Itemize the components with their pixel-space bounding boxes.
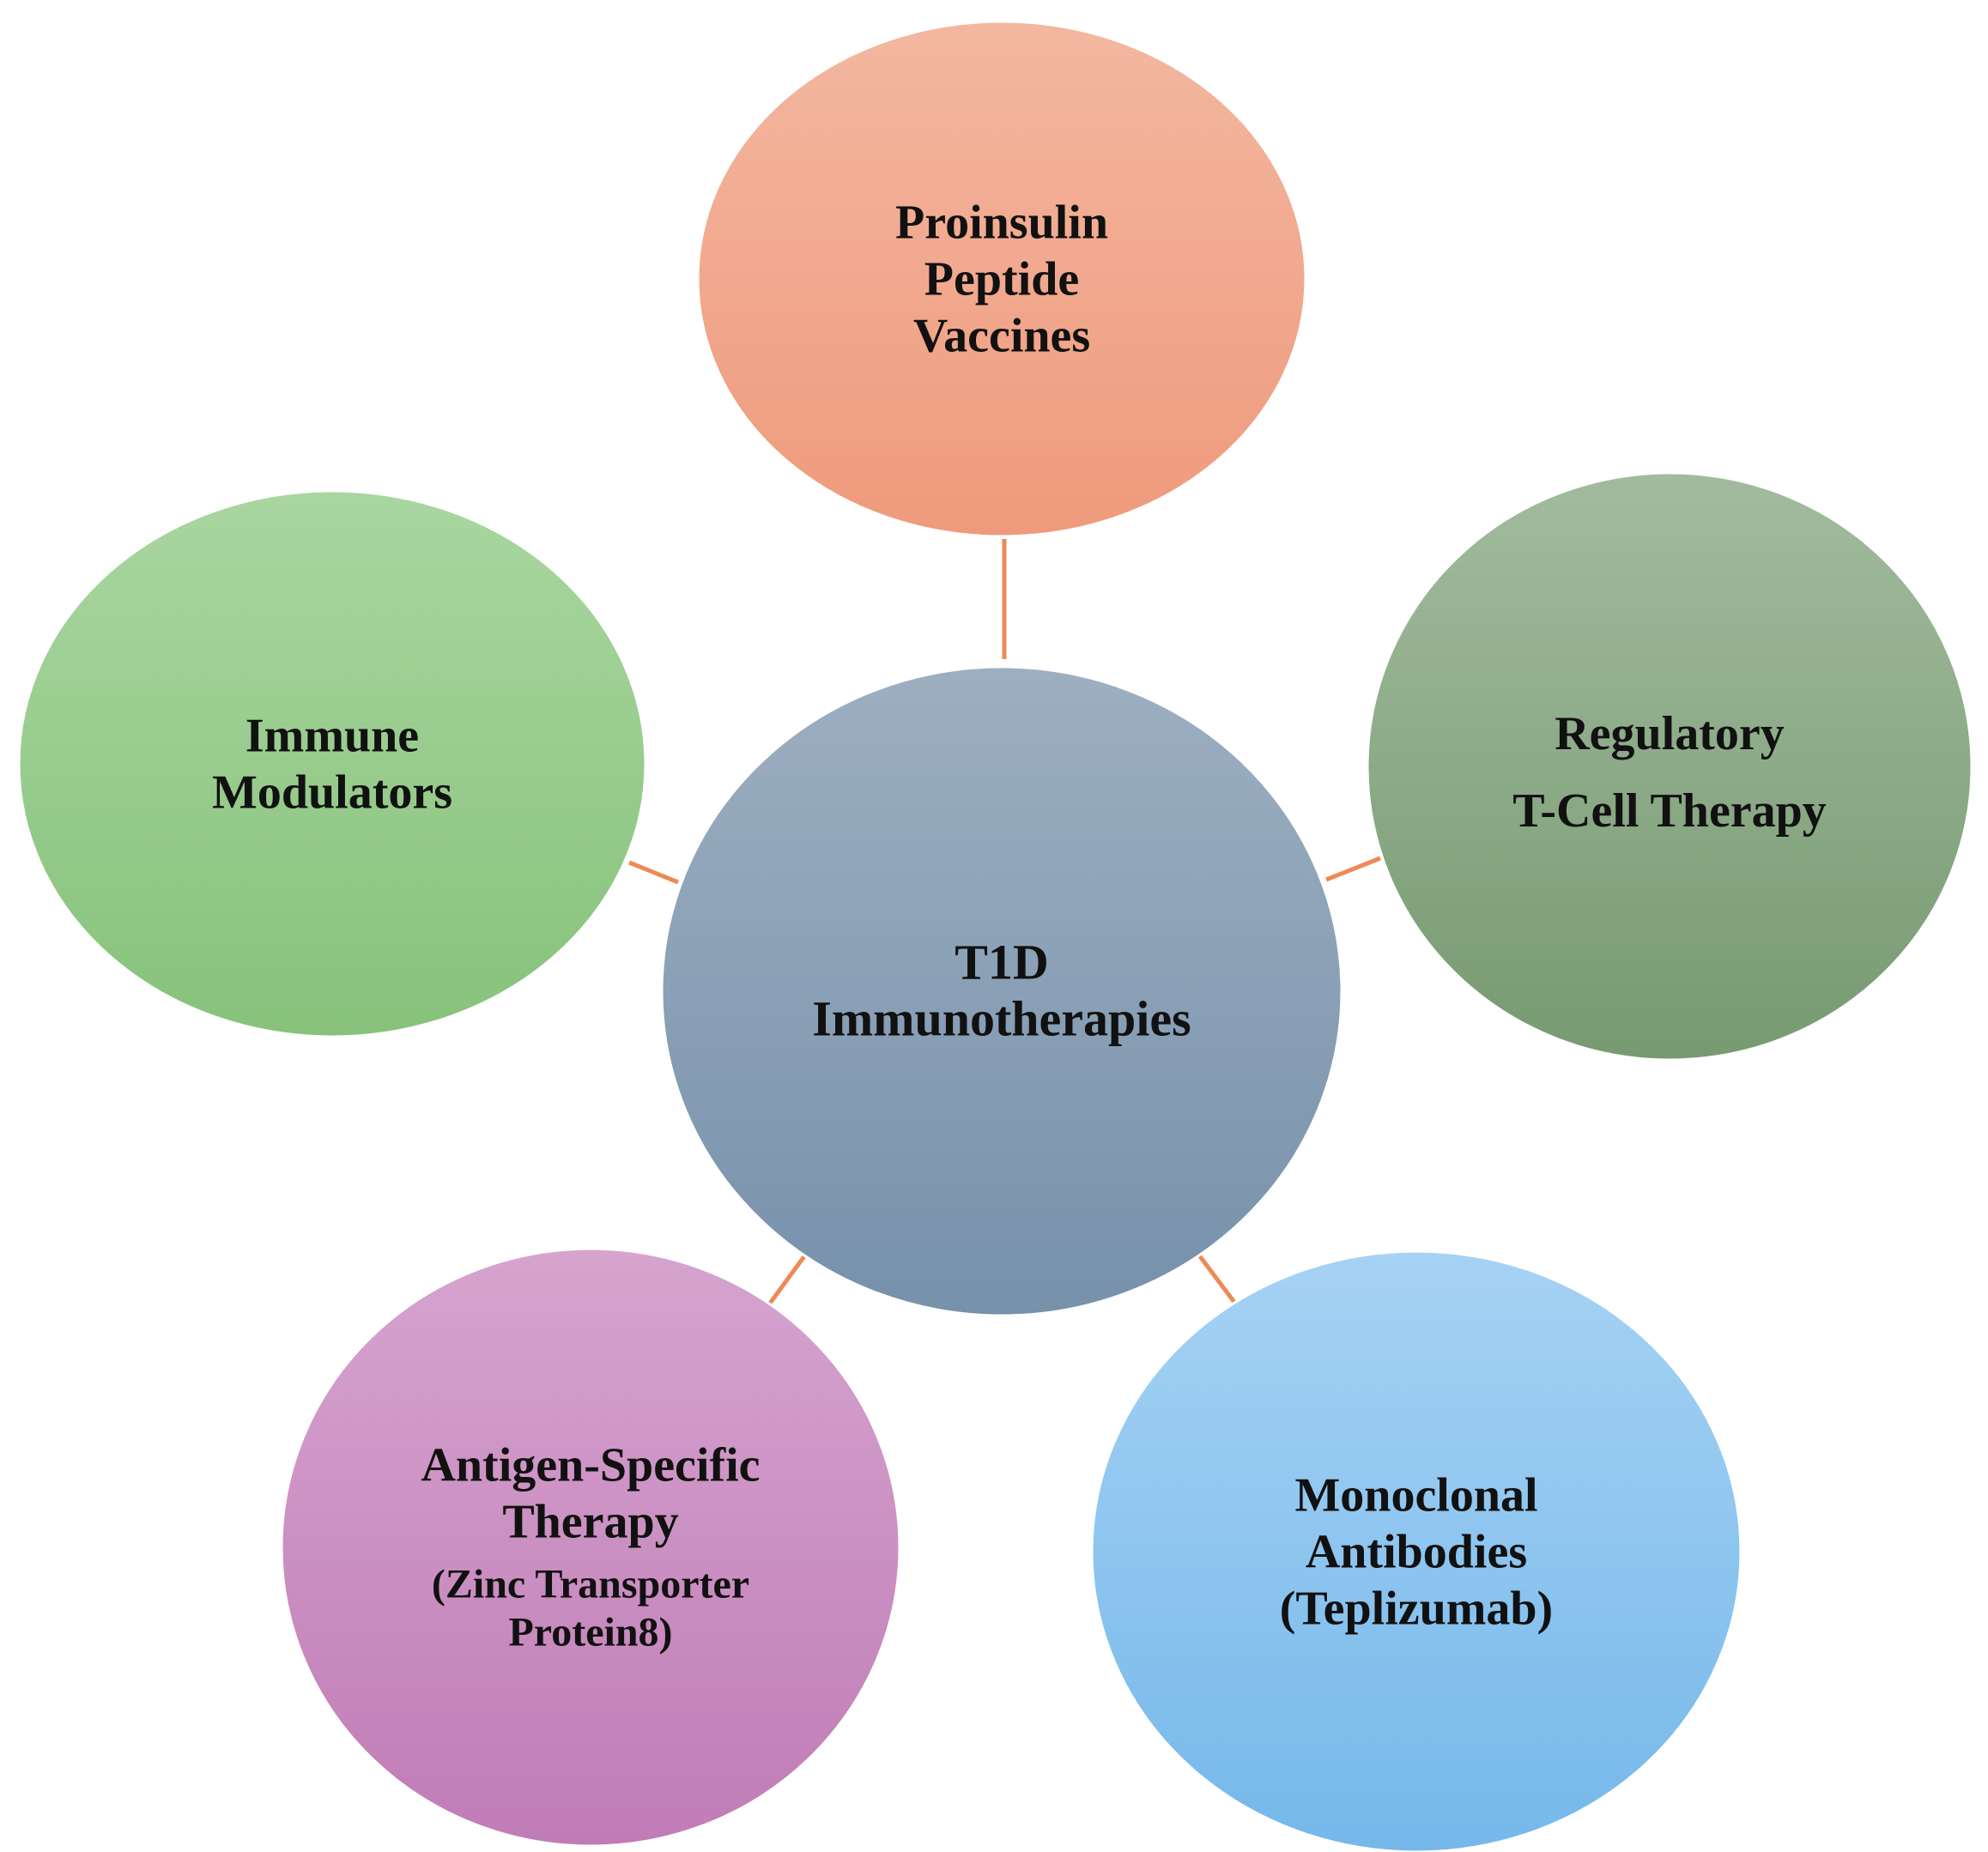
center-label-line-2: Immunotherapies <box>812 990 1191 1046</box>
antigen-specific-therapy-circle <box>280 1247 901 1848</box>
topic-nodes: ProinsulinPeptideVaccinesRegulatoryT-Cel… <box>17 20 1973 1852</box>
antigen-specific-therapy-label-line-1: Antigen-Specific <box>421 1438 760 1492</box>
immune-modulators-label-line-2: Modulators <box>212 766 452 819</box>
monoclonal-antibodies-label-line-3: (Teplizumab) <box>1280 1582 1553 1635</box>
monoclonal-antibodies-label-line-1: Monoclonal <box>1294 1468 1537 1522</box>
antigen-specific-therapy-note-line-2: Protein8) <box>508 1609 672 1655</box>
proinsulin-peptide-vaccines-label-line-2: Peptide <box>924 252 1079 306</box>
regulatory-t-cell-therapy-label-line-2: T-Cell Therapy <box>1512 784 1827 838</box>
monoclonal-antibodies-label-line-2: Antibodies <box>1306 1525 1527 1578</box>
center-circle <box>660 665 1343 1317</box>
proinsulin-peptide-vaccines-circle <box>696 20 1307 538</box>
proinsulin-peptide-vaccines-label-line-1: Proinsulin <box>895 196 1108 249</box>
center-label-line-1: T1D <box>955 934 1049 990</box>
connector-immune-modulators <box>628 860 679 885</box>
regulatory-t-cell-therapy-label-line-1: Regulatory <box>1555 707 1785 760</box>
regulatory-t-cell-therapy-circle <box>1366 471 1973 1062</box>
proinsulin-peptide-vaccines-label-line-3: Vaccines <box>913 309 1090 362</box>
connector-regulatory-t-cell-therapy <box>1325 856 1381 882</box>
immune-modulators-circle <box>17 489 647 1038</box>
antigen-specific-therapy-note-line-1: (Zinc Transporter <box>432 1561 749 1607</box>
immune-modulators-label-line-1: Immune <box>245 709 419 762</box>
monoclonal-antibodies-circle <box>1090 1250 1743 1852</box>
antigen-specific-therapy-label-line-2: Therapy <box>502 1495 678 1548</box>
